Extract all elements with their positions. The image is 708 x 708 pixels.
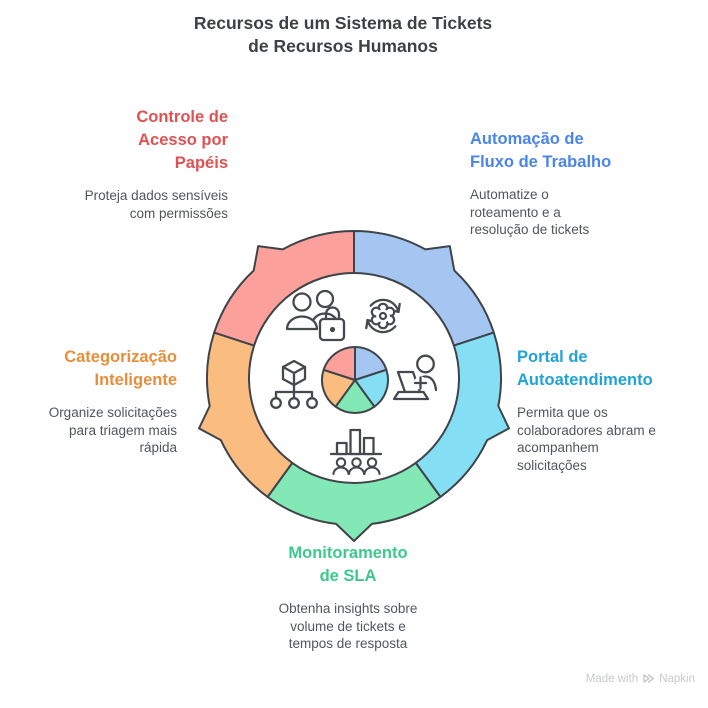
section-access-body: Proteja dados sensíveis com permissões bbox=[84, 188, 228, 221]
watermark: Made with Napkin bbox=[586, 672, 695, 685]
section-workflow-heading: Automação de Fluxo de Trabalho bbox=[470, 130, 612, 171]
pie-slice-access bbox=[322, 346, 356, 381]
section-sla-monitoring: Monitoramento de SLA Obtenha insights so… bbox=[216, 542, 480, 653]
ring-segment-access bbox=[213, 229, 355, 347]
bar-chart-people-icon bbox=[329, 428, 383, 476]
user-laptop-plus-icon bbox=[392, 354, 438, 401]
watermark-brand: Napkin bbox=[659, 672, 695, 685]
section-sla-body: Obtenha insights sobre volume de tickets… bbox=[278, 601, 418, 651]
section-workflow-automation: Automação de Fluxo de Trabalho Automatiz… bbox=[470, 128, 670, 239]
sync-gear-icon bbox=[365, 298, 401, 334]
section-categorization-heading: Categorização Inteligente bbox=[64, 348, 177, 389]
section-portal-body: Permita que os colaboradores abram e aco… bbox=[517, 405, 656, 473]
cube-hierarchy-icon bbox=[270, 359, 318, 409]
section-categorization-body: Organize solicitações para triagem mais … bbox=[48, 405, 177, 455]
section-sla-heading: Monitoramento de SLA bbox=[288, 544, 408, 585]
section-portal-heading: Portal de Autoatendimento bbox=[517, 348, 653, 389]
section-smart-categorization: Categorização Inteligente Organize solic… bbox=[16, 346, 177, 457]
section-access-control: Controle de Acesso por Papéis Proteja da… bbox=[40, 106, 228, 222]
page-title: Recursos de um Sistema de Tickets de Rec… bbox=[193, 13, 493, 56]
watermark-prefix: Made with bbox=[585, 672, 639, 685]
section-self-service-portal: Portal de Autoatendimento Permita que os… bbox=[517, 346, 702, 474]
section-workflow-body: Automatize o roteamento e a resolução de… bbox=[470, 187, 590, 237]
users-lock-icon bbox=[285, 289, 346, 342]
section-access-heading: Controle de Acesso por Papéis bbox=[136, 108, 228, 172]
ring-segment-workflow bbox=[353, 229, 495, 347]
napkin-logo-icon bbox=[643, 674, 655, 683]
ring-segment-sla bbox=[266, 461, 442, 542]
center-pie-chart bbox=[321, 346, 389, 414]
ring-segment-portal bbox=[414, 331, 510, 498]
ring-segment-categorization bbox=[198, 331, 294, 498]
